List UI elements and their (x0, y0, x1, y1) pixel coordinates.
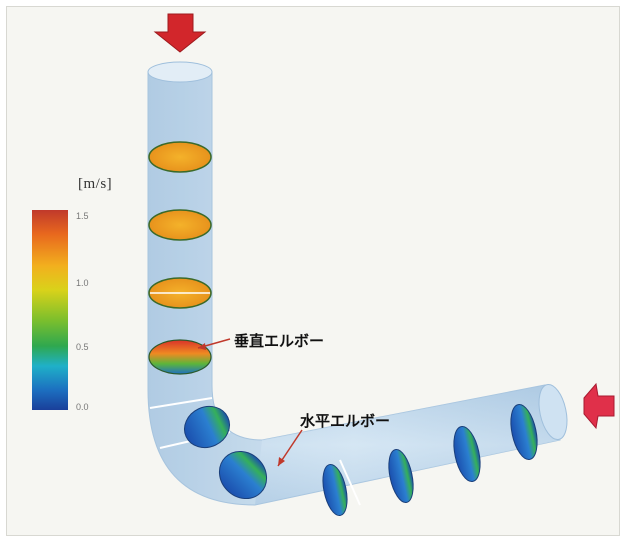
outlet-arrow-icon (584, 384, 614, 428)
colorbar-tick-max: 1.5 (76, 211, 89, 221)
colorbar-tick-3: 0.5 (76, 342, 89, 352)
horizontal-elbow-label: 水平エルボー (300, 410, 390, 431)
section-vertical-elbow (149, 340, 211, 374)
inlet-arrow-icon (155, 14, 205, 52)
colorbar-tick-min: 0.0 (76, 402, 89, 412)
colorbar (32, 210, 68, 410)
section-vertical-1 (149, 142, 211, 172)
colorbar-unit: [m/s] (78, 176, 112, 193)
colorbar-tick-2: 1.0 (76, 278, 89, 288)
pipe-inlet (148, 62, 212, 82)
section-vertical-2 (149, 210, 211, 240)
vertical-elbow-label: 垂直エルボー (234, 330, 324, 351)
